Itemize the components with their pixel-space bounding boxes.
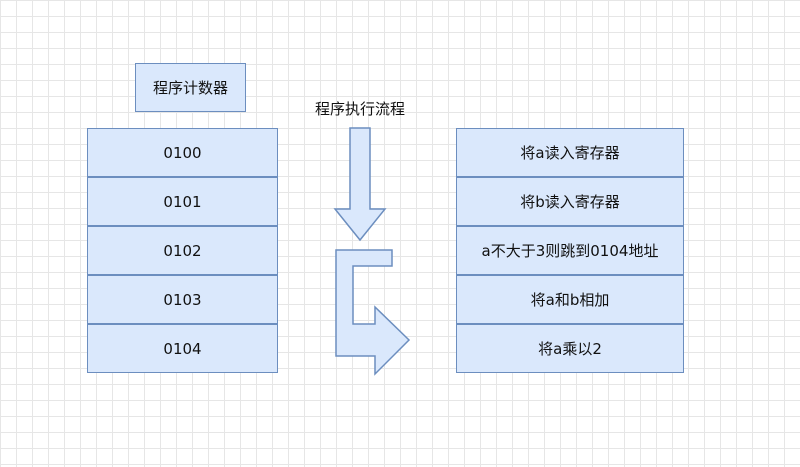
instruction-cell-load-a: 将a读入寄存器 (456, 128, 684, 177)
down-arrow (333, 127, 387, 242)
address-cell-0101: 0101 (87, 177, 278, 226)
address-stack: 0100 0101 0102 0103 0104 (87, 128, 278, 373)
address-cell-0103: 0103 (87, 275, 278, 324)
address-cell-0104: 0104 (87, 324, 278, 373)
instruction-cell-multiply: 将a乘以2 (456, 324, 684, 373)
instruction-cell-load-b: 将b读入寄存器 (456, 177, 684, 226)
jump-arrow (335, 249, 411, 376)
instruction-cell-conditional-jump: a不大于3则跳到0104地址 (456, 226, 684, 275)
program-counter-label: 程序计数器 (135, 63, 246, 112)
execution-flow-label: 程序执行流程 (314, 100, 405, 118)
instruction-stack: 将a读入寄存器 将b读入寄存器 a不大于3则跳到0104地址 将a和b相加 将a… (456, 128, 684, 373)
address-cell-0102: 0102 (87, 226, 278, 275)
instruction-cell-add: 将a和b相加 (456, 275, 684, 324)
address-cell-0100: 0100 (87, 128, 278, 177)
